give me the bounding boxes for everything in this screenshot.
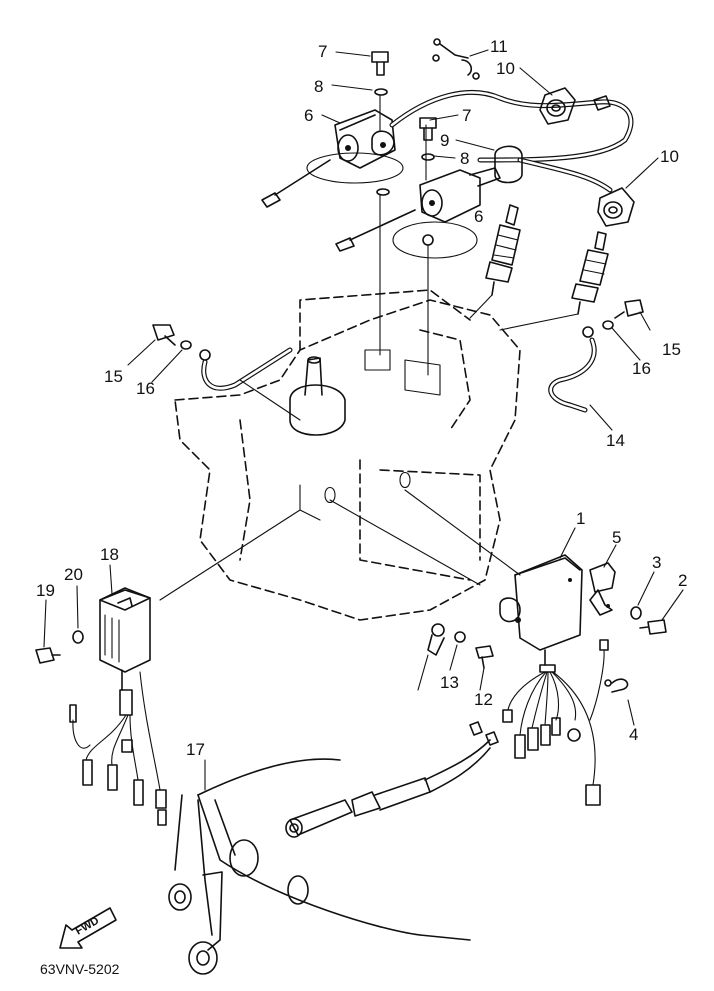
callout-2: 2 xyxy=(678,571,687,590)
ignition-coil-upper xyxy=(261,109,404,208)
fwd-arrow-icon: FWD xyxy=(59,907,117,949)
fwd-label: FWD xyxy=(74,915,102,938)
callout-8-upper: 8 xyxy=(314,77,323,96)
rectifier-regulator xyxy=(99,587,151,716)
callout-6-lower: 6 xyxy=(474,207,483,226)
coil-mount-leader-lines xyxy=(379,94,429,376)
mount-leader-lines xyxy=(159,471,521,601)
lower-cowling xyxy=(197,758,471,941)
bracket-plate xyxy=(168,794,223,975)
callout-10-left: 10 xyxy=(496,59,515,78)
callout-15-right: 15 xyxy=(662,340,681,359)
wiring-grommet xyxy=(285,721,499,838)
callout-14: 14 xyxy=(606,431,625,450)
rectifier-bolt xyxy=(35,647,61,664)
callout-6-upper: 6 xyxy=(304,106,313,125)
ground-terminal xyxy=(417,623,466,691)
spark-plug-cap-left xyxy=(539,87,611,125)
callout-13: 13 xyxy=(440,673,459,692)
flywheel-hub xyxy=(289,356,346,436)
spark-plug-cap-right xyxy=(597,187,635,227)
callout-4: 4 xyxy=(629,725,638,744)
cdi-washer xyxy=(630,606,642,620)
spark-plug-right xyxy=(571,231,609,315)
callout-17: 17 xyxy=(186,740,205,759)
callout-15-left: 15 xyxy=(104,367,123,386)
cdi-wire-clip xyxy=(604,678,629,693)
ground-bolt-left xyxy=(152,324,192,350)
callout-11: 11 xyxy=(490,37,508,56)
engine-block-outline xyxy=(174,289,521,621)
rectifier-wire-harness xyxy=(69,671,167,826)
callout-7-lower: 7 xyxy=(462,106,471,125)
callout-7-upper: 7 xyxy=(318,42,327,61)
ground-lead-left xyxy=(199,347,301,421)
cdi-bracket xyxy=(589,562,616,616)
callout-12: 12 xyxy=(474,690,493,709)
callout-5: 5 xyxy=(612,528,621,547)
cdi-bolt xyxy=(639,619,667,635)
ground-lead-right xyxy=(548,326,597,413)
ground-bolt-lower xyxy=(475,645,494,669)
high-tension-cords xyxy=(389,90,634,193)
spark-plug-left xyxy=(485,204,521,296)
cdi-unit xyxy=(499,554,583,673)
coil-bolt-lower xyxy=(419,117,437,161)
rectifier-washer xyxy=(72,630,84,644)
coil-bolt-upper xyxy=(371,51,390,196)
callout-3: 3 xyxy=(652,553,661,572)
callout-18: 18 xyxy=(100,545,119,564)
callout-10-right: 10 xyxy=(660,147,679,166)
ground-bolt-right xyxy=(602,299,644,330)
cdi-wire-harness xyxy=(502,639,609,806)
callout-8-lower: 8 xyxy=(460,149,469,168)
callout-labels: 7 8 6 7 8 9 6 11 10 10 15 16 15 16 14 1 … xyxy=(36,37,687,759)
callout-9: 9 xyxy=(440,131,449,150)
diagram-code: 63VNV-5202 xyxy=(40,961,120,977)
callout-16-left: 16 xyxy=(136,379,155,398)
callout-leader-lines xyxy=(43,49,684,791)
callout-16-right: 16 xyxy=(632,359,651,378)
cord-clip xyxy=(432,38,480,80)
callout-1: 1 xyxy=(576,509,585,528)
callout-19: 19 xyxy=(36,581,55,600)
callout-20: 20 xyxy=(64,565,83,584)
